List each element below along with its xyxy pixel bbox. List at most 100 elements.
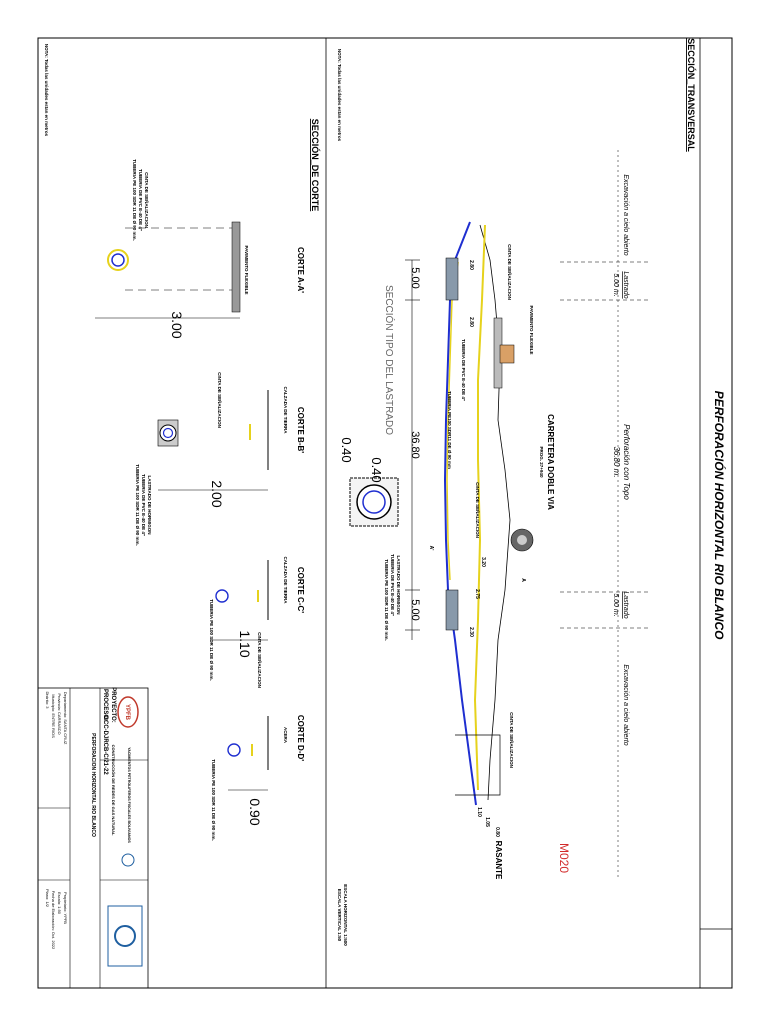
- section-corte-label: SECCIÓN_DE CORTE: [310, 119, 321, 212]
- excavation-pit: [455, 734, 501, 796]
- profile-depth: 2.30: [468, 627, 474, 637]
- project-text: CONSTRUCCIÓN DE REDES DE GAS NATURAL: [111, 745, 116, 836]
- section-transversal-label: SECCIÓN_TRANSVERSAL: [686, 38, 697, 152]
- callout-pavimento: PAVIMENTO FLEXIBLE: [529, 305, 534, 354]
- a-prime-marker: A': [428, 546, 434, 551]
- segment-value: 5.00 m.: [612, 273, 619, 296]
- segment-dividers: [560, 261, 650, 629]
- boring-machine-hub: [517, 535, 527, 545]
- road-name: CARRETERA DOBLE VIA: [546, 414, 555, 510]
- pipe-inner: [111, 253, 125, 267]
- segment-label: Lastrado: [622, 591, 629, 618]
- corte-note: TUBERIA DE PVC E-40 DE 4": [138, 169, 143, 231]
- segment-label: Excavación a cielo abierto: [622, 664, 629, 745]
- sheet-number: Plano: 1/2: [45, 889, 50, 908]
- scale-vertical: ESCALA VERTICAL 1:50: [337, 889, 342, 942]
- corte-title: CORTE C-C': [296, 567, 305, 613]
- profile-depth: 2.80: [468, 260, 474, 270]
- lastrado-note: LASTRADO DE HORMIGON: [396, 556, 401, 615]
- drawing-title: PERFORACIÓN HORIZONTAL RIO BLANCO: [712, 391, 727, 641]
- segment-value: 36.80 m.: [612, 446, 621, 477]
- profile-depth: 3.20: [480, 557, 486, 567]
- process-code: GCC-DJRCB-C/21-22: [102, 715, 108, 775]
- corte-title: CORTE D-D': [296, 715, 305, 761]
- scale-horizontal: ESCALA HORIZONTAL 1:500: [343, 884, 348, 946]
- car-icon: [499, 344, 515, 364]
- a-marker: A: [520, 578, 526, 582]
- lastrado-note: TUBERIA DE PVC E-40 DE 4": [390, 554, 395, 616]
- corte-note: TUBERIA PE 100 SDR 11 DE Ø 90 mm.: [211, 759, 216, 841]
- corte-depth: 1.10: [237, 630, 253, 657]
- units-note-right: NOTA: Todas las unidades estan en metros: [337, 49, 342, 142]
- longitudinal-profile: 2.80 2.80 3.20 2.75 2.30 1.10 1.05 0.80 …: [428, 221, 571, 880]
- corte-depth: 2.00: [209, 480, 225, 507]
- province: Provincia: CARRASCO: [57, 693, 62, 734]
- segment-label: Lastrado: [622, 271, 629, 298]
- rasante-label: RASANTE: [494, 841, 503, 880]
- lastrado-block-right: [445, 589, 459, 631]
- corte-a: CORTE A-A' PAVIMENTO FLEXIBLE 3.00 CINTA…: [95, 159, 305, 339]
- corte-c: CORTE C-C' CALZADA DE TIERRA 1.10 CINTA …: [209, 556, 305, 687]
- profile-dimensions: 5.00 36.80 5.00: [405, 259, 421, 640]
- corte-note: CINTA DE SEÑALIZACION: [257, 632, 263, 688]
- dim-perforacion: 36.80: [409, 431, 421, 459]
- corte-title: CORTE B-B': [296, 407, 305, 453]
- callout-cinta: CINTA DE SEÑALIZACION: [507, 244, 513, 300]
- corte-note: TUBERIA PE 100 SDR 11 DE Ø 90 mm.: [132, 159, 137, 241]
- warning-tape-line: [473, 224, 486, 791]
- pipe-inner: [162, 427, 174, 439]
- corte-depth: 0.90: [247, 798, 263, 825]
- profile-depth: 2.80: [468, 317, 474, 327]
- lastrado-section-detail: 0.40 0.40 LASTRADO DE HORMIGON TUBERIA D…: [339, 437, 401, 640]
- section-tipo-lastrado-label: SECCIÓN TIPO DEL LASTRADO: [383, 285, 396, 435]
- consultant-logo-mark: [114, 925, 136, 947]
- process-label: PROCESO:: [102, 689, 108, 721]
- segment-value: 5.00 m.: [612, 593, 619, 616]
- road-progressive: PROG. 27+940: [539, 447, 544, 478]
- company-logo-text: YPFB: [124, 704, 130, 721]
- department: Departamento: SANTA CRUZ: [63, 692, 68, 745]
- corte-surface: CALZADA DE TIERRA: [283, 556, 288, 604]
- consultant-logo: [107, 905, 143, 967]
- owner: Propietario: YPFB: [63, 892, 68, 924]
- client-name: YACIMIENTOS PETROLIFEROS FISCALES BOLIVI…: [127, 747, 131, 843]
- dim-lastrado-right: 5.00: [409, 599, 421, 620]
- segment-label: Excavación a cielo abierto: [622, 174, 629, 255]
- district: Distrito: 3: [45, 692, 50, 710]
- plan-title: PERFORACION HORIZONTAL RIO BLANCO: [90, 733, 96, 837]
- pipe-line: [443, 221, 477, 806]
- dim-lastrado-left: 5.00: [409, 267, 421, 288]
- corte-note: LASTRADO DE HORMIGON: [147, 476, 152, 535]
- corte-title: CORTE A-A': [296, 247, 305, 293]
- corte-surface: CALZADA DE TIERRA: [283, 386, 288, 434]
- ypfb-logo: [117, 696, 139, 728]
- pavement-layer: [231, 221, 241, 313]
- revision-mark: M020: [557, 843, 571, 873]
- pipe-circle: [215, 589, 229, 603]
- corte-surface: PAVIMENTO FLEXIBLE: [244, 245, 249, 294]
- callout-cinta-2: CINTA DE SEÑALIZACION: [475, 482, 481, 538]
- segment-headers: Excavación a cielo abierto Lastrado 5.00…: [612, 174, 631, 745]
- title-block-frame: [37, 687, 149, 989]
- municipality: Municipio: ENTRE RIOS: [51, 694, 56, 738]
- corte-b: CORTE B-B' CALZADA DE TIERRA 2.00 CINTA …: [135, 372, 305, 546]
- callout-tuberia-pvc: TUBERIA DE PVC E-40 DE 4": [461, 339, 466, 401]
- lastrado-block-left: [445, 257, 459, 301]
- units-note-left: NOTA: Todas las unidades estan en metros: [44, 44, 49, 137]
- lastrado-height: 0.40: [339, 437, 354, 462]
- corte-note: CINTA DE SEÑALIZACION: [217, 372, 223, 428]
- lastrado-width: 0.40: [369, 457, 384, 482]
- project-label: PROYECTO:: [110, 687, 116, 723]
- corte-note: TUBERIA PE 100 SDR 11 DE Ø 90 mm.: [135, 464, 140, 546]
- ground-line: [479, 224, 511, 801]
- corte-note: TUBERIA PE 100 SDR 11 DE Ø 90 mm.: [209, 599, 214, 681]
- pipe-circle: [227, 743, 241, 757]
- lastrado-pvc-pipe: [356, 484, 392, 520]
- profile-depth-right: 1.10: [476, 807, 482, 817]
- profile-depth-right: 0.80: [494, 827, 500, 837]
- profile-depth: 2.75: [474, 589, 480, 599]
- lastrado-pe-pipe: [362, 490, 386, 514]
- corte-surface: ACERA: [283, 727, 288, 744]
